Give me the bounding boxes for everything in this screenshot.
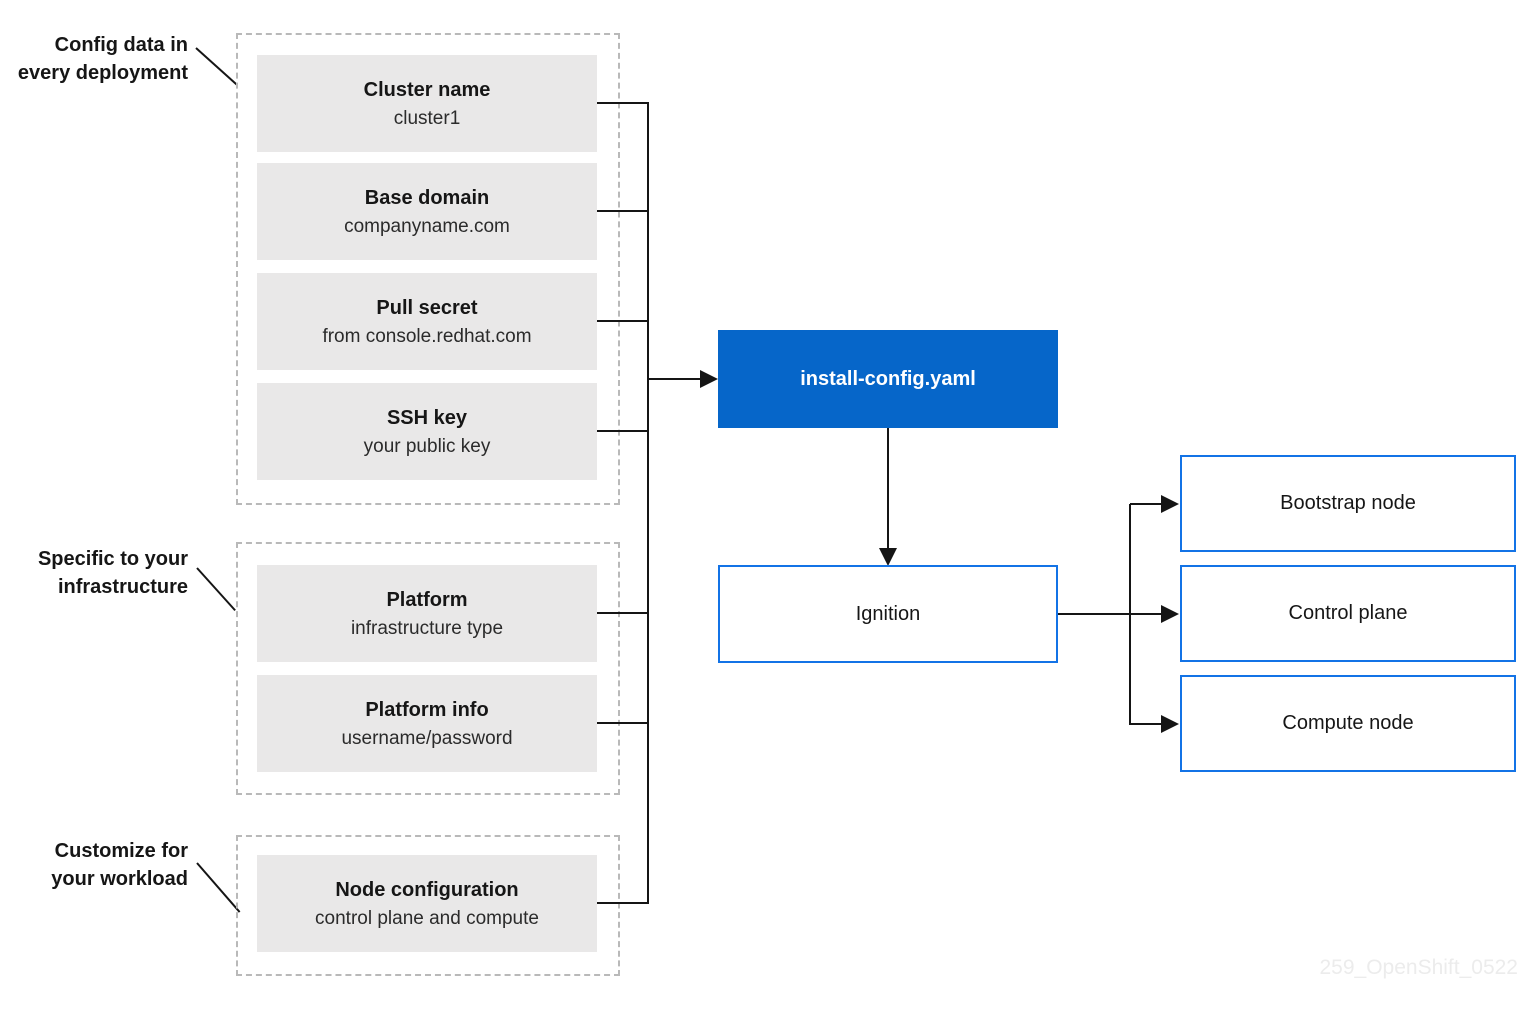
annotation-tick-line [196,567,236,612]
watermark-text: 259_OpenShift_0522 [1319,956,1518,979]
box-ssh-key: SSH key your public key [257,383,597,480]
node-ignition: Ignition [718,565,1058,663]
annotation-line: Config data in [54,34,188,56]
arrow-line [648,378,702,380]
arrow-line [887,428,889,550]
connector-line [597,102,648,104]
box-platform: Platform infrastructure type [257,565,597,662]
connector-line [597,722,648,724]
arrow-line [1130,613,1162,615]
box-subtitle: username/password [341,727,513,749]
node-label: Compute node [1282,712,1414,734]
annotation-line: infrastructure [57,576,188,598]
box-pull-secret: Pull secret from console.redhat.com [257,273,597,370]
box-title: Base domain [364,186,490,209]
node-label: Ignition [855,602,921,625]
connector-line [597,902,648,904]
box-subtitle: control plane and compute [315,907,539,929]
connector-line [597,430,648,432]
box-cluster-name: Cluster name cluster1 [257,55,597,152]
box-title: Node configuration [335,878,519,901]
annotation-line: your workload [51,868,188,890]
arrow-line [1130,503,1162,505]
box-node-configuration: Node configuration control plane and com… [257,855,597,952]
node-label: Bootstrap node [1280,492,1416,514]
arrowhead-right-icon [1161,605,1179,623]
connector-line [1058,613,1130,615]
connector-line [597,320,648,322]
annotation-tick-line [196,862,241,913]
node-label: Control plane [1288,602,1408,624]
box-title: Platform info [365,698,489,721]
box-title: Platform [386,588,468,611]
box-subtitle: from console.redhat.com [322,325,532,347]
node-control-plane: Control plane [1180,565,1516,662]
connector-line [597,210,648,212]
box-base-domain: Base domain companyname.com [257,163,597,260]
box-title: Cluster name [363,78,491,101]
annotation-line: Specific to your [37,548,188,570]
box-subtitle: your public key [363,435,491,457]
trunk-line [647,102,649,904]
annotation-specific-infrastructure: Specific to your infrastructure [0,545,188,601]
box-title: SSH key [386,406,468,429]
node-bootstrap: Bootstrap node [1180,455,1516,552]
annotation-line: Customize for [54,840,188,862]
node-label: install-config.yaml [800,367,976,390]
arrow-line [1130,723,1162,725]
annotation-config-data: Config data in every deployment [0,31,188,87]
box-title: Pull secret [376,296,478,319]
node-compute: Compute node [1180,675,1516,772]
annotation-customize-workload: Customize for your workload [0,837,188,893]
group-config-data: Cluster name cluster1 Base domain compan… [236,33,620,505]
group-infrastructure: Platform infrastructure type Platform in… [236,542,620,795]
box-subtitle: cluster1 [393,107,461,129]
box-subtitle: companyname.com [344,215,510,237]
arrowhead-right-icon [700,370,718,388]
box-subtitle: infrastructure type [350,617,504,639]
annotation-tick-line [195,47,238,86]
arrowhead-right-icon [1161,715,1179,733]
arrowhead-down-icon [879,548,897,566]
node-install-config-yaml: install-config.yaml [718,330,1058,428]
group-workload: Node configuration control plane and com… [236,835,620,976]
connector-line [597,612,648,614]
arrowhead-right-icon [1161,495,1179,513]
box-platform-info: Platform info username/password [257,675,597,772]
annotation-line: every deployment [17,62,188,84]
